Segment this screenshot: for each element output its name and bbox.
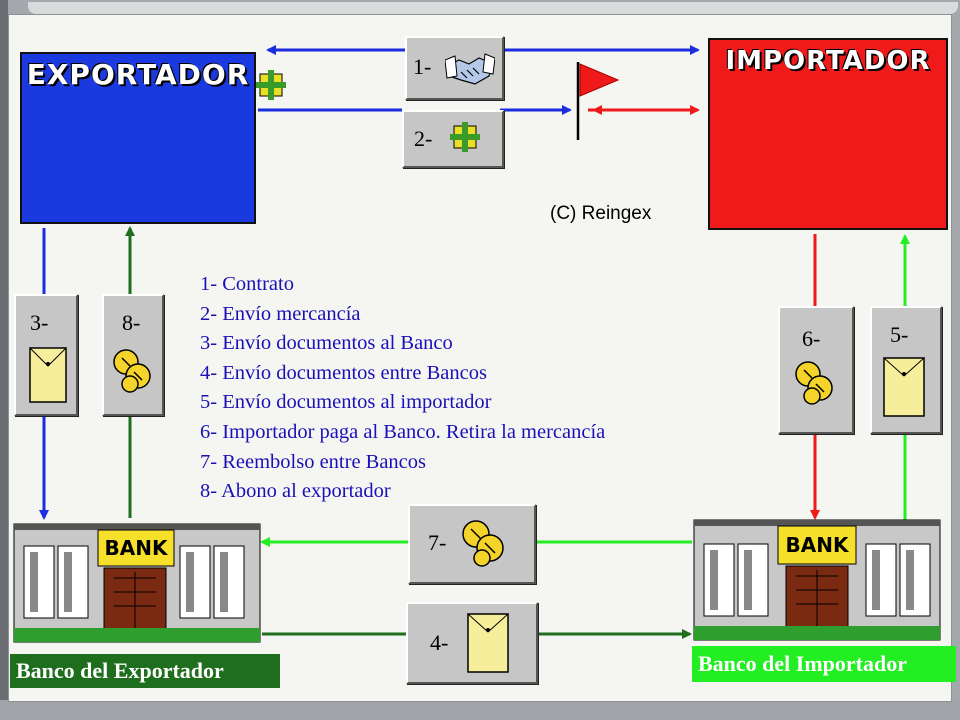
- legend-item: 4- Envío documentos entre Bancos: [200, 361, 487, 384]
- legend-item: 6- Importador paga al Banco. Retira la m…: [200, 420, 606, 443]
- importer-bank-label: Banco del Importador: [692, 646, 956, 682]
- bank-sign-exporter: BANK: [104, 536, 168, 560]
- legend-item: 2- Envío mercancía: [200, 302, 361, 325]
- slide-frame-bottom: [0, 700, 960, 720]
- step-4-label: 4-: [430, 630, 449, 655]
- step-1-box: 1-: [405, 36, 504, 100]
- bank-sign-importer: BANK: [785, 533, 849, 557]
- envelope-icon: [29, 347, 67, 403]
- steps-legend: 1- Contrato 2- Envío mercancía 3- Envío …: [200, 270, 605, 507]
- bank-building-icon: [13, 523, 261, 643]
- step-3-box: 3-: [14, 294, 78, 416]
- copyright-note: (C) Reingex: [550, 203, 652, 224]
- step-7-label: 7-: [428, 530, 447, 555]
- step-3-label: 3-: [30, 310, 49, 335]
- legend-item: 5- Envío documentos al importador: [200, 391, 492, 414]
- slide-frame-top: [28, 2, 958, 14]
- envelope-icon: [467, 613, 509, 673]
- legend-item: 8- Abono al exportador: [200, 480, 391, 503]
- step-1-label: 1-: [413, 54, 432, 79]
- step-2-box: 2-: [402, 110, 504, 168]
- flag-icon: [576, 62, 620, 140]
- exporter-title: EXPORTADOR: [26, 58, 250, 91]
- bank-building-icon: [693, 519, 941, 641]
- step-6-label: 6-: [802, 326, 821, 351]
- step-7-box: 7-: [408, 504, 536, 584]
- envelope-icon: [883, 357, 925, 417]
- step-6-box: 6-: [778, 306, 854, 434]
- legend-item: 3- Envío documentos al Banco: [200, 332, 453, 355]
- importer-title: IMPORTADOR: [725, 46, 931, 76]
- money-icon: [795, 361, 833, 405]
- step-8-label: 8-: [122, 310, 141, 335]
- step-8-box: 8-: [102, 294, 164, 416]
- exporter-bank-label: Banco del Exportador: [10, 654, 280, 688]
- money-icon: [462, 520, 504, 567]
- package-icon: [450, 122, 480, 152]
- legend-item: 7- Reembolso entre Bancos: [200, 450, 427, 473]
- legend-item: 1- Contrato: [200, 273, 294, 295]
- step-5-label: 5-: [890, 322, 909, 347]
- step-4-box: 4-: [406, 602, 538, 684]
- step-5-box: 5-: [870, 306, 942, 434]
- step-2-label: 2-: [414, 126, 433, 151]
- package-icon: [256, 70, 286, 100]
- importer-panel: IMPORTADOR: [708, 38, 948, 230]
- slide-frame-left: [0, 0, 8, 720]
- money-icon: [113, 349, 151, 393]
- handshake-icon: [445, 53, 495, 85]
- exporter-panel: EXPORTADOR: [20, 52, 256, 224]
